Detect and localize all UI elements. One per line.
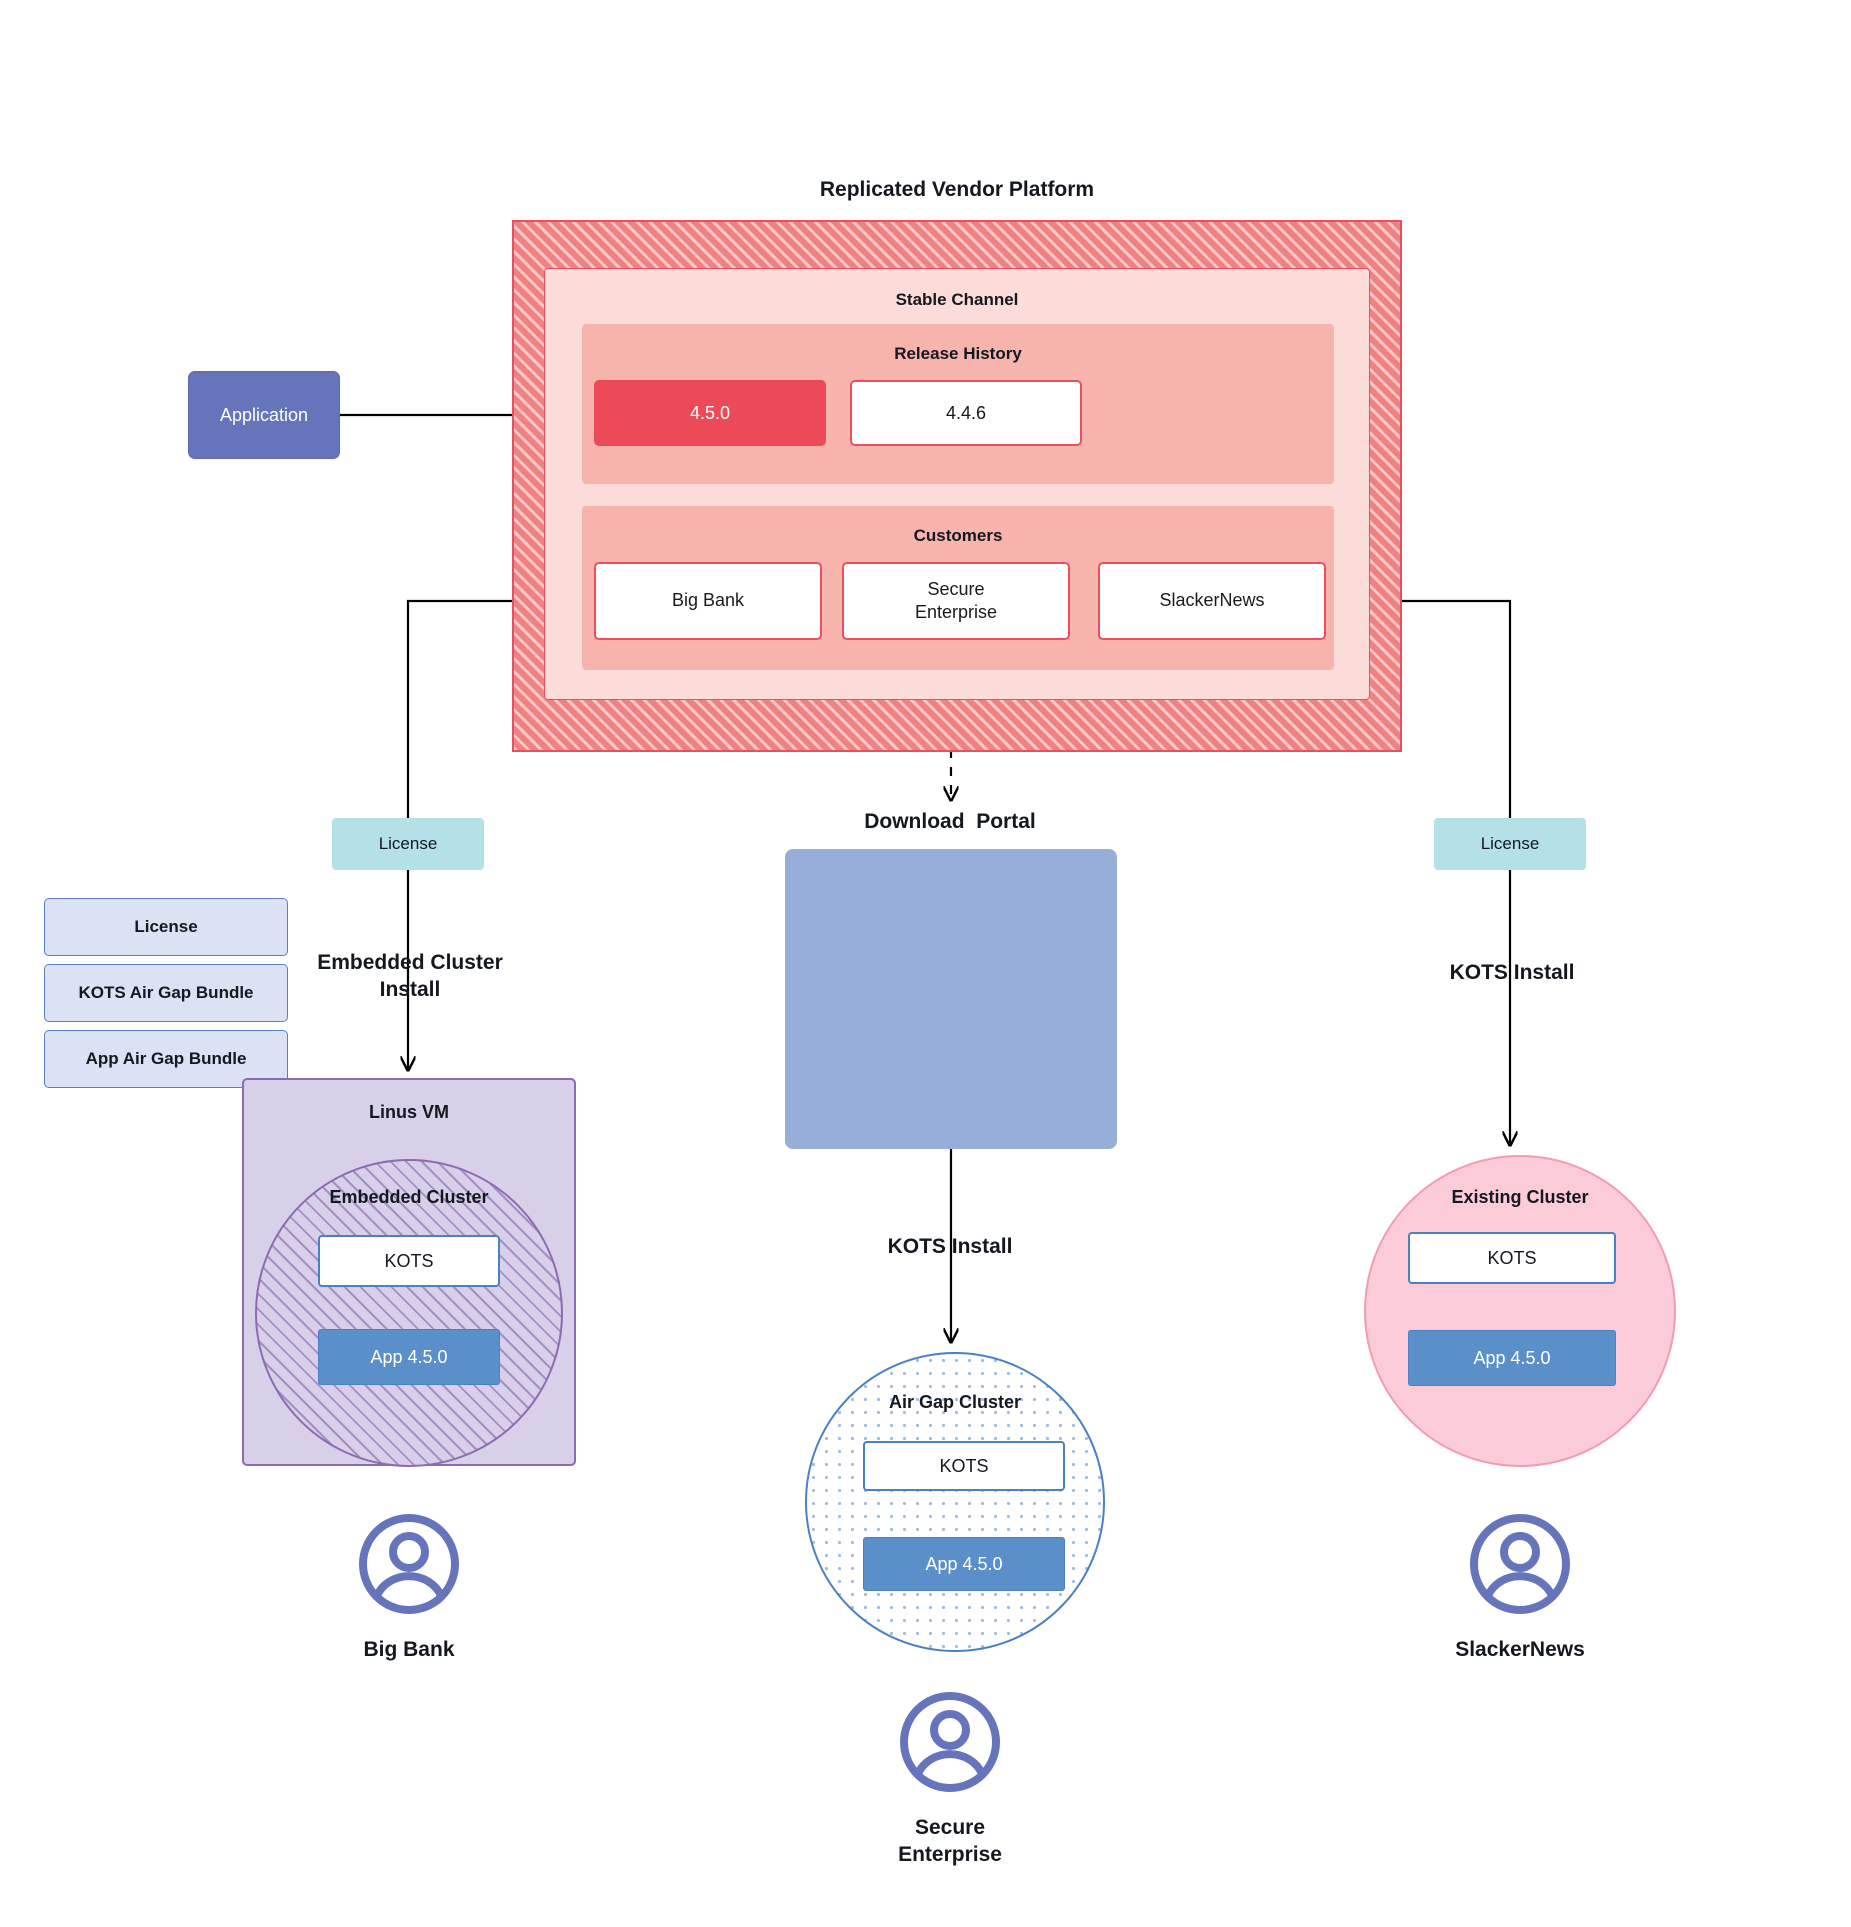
app-box-embedded[interactable]: App 4.5.0 (318, 1329, 500, 1385)
license-chip-left[interactable]: License (332, 818, 484, 870)
stable-channel-title: Stable Channel (895, 290, 1019, 309)
release-history-title: Release History (894, 344, 1022, 363)
kots-box-embedded[interactable]: KOTS (318, 1235, 500, 1287)
download-portal-title: Download Portal (864, 810, 1036, 833)
avatar-slackernews (1468, 1512, 1572, 1616)
application-node[interactable]: Application (188, 371, 340, 459)
customer-caption-secure-enterprise: Secure Enterprise (898, 1816, 1002, 1866)
customer-box-slackernews[interactable]: SlackerNews (1098, 562, 1326, 640)
page-title: Replicated Vendor Platform (819, 178, 1095, 201)
embedded-cluster-circle (255, 1159, 563, 1467)
kots-box-existing[interactable]: KOTS (1408, 1232, 1616, 1284)
app-box-existing[interactable]: App 4.5.0 (1408, 1330, 1616, 1386)
kots-box-airgap[interactable]: KOTS (863, 1441, 1065, 1491)
customers-group-title: Customers (913, 526, 1003, 545)
license-chip-right[interactable]: License (1434, 818, 1586, 870)
release-box-previous[interactable]: 4.4.6 (850, 380, 1082, 446)
customer-box-big-bank[interactable]: Big Bank (594, 562, 822, 640)
customer-caption-slackernews: SlackerNews (1455, 1638, 1585, 1661)
portal-item-license[interactable]: License (44, 898, 288, 956)
edge-label-embedded-cluster-install: Embedded Cluster Install (317, 951, 503, 1001)
customer-caption-big-bank: Big Bank (363, 1638, 455, 1661)
existing-cluster-circle (1364, 1155, 1676, 1467)
linux-vm-title: Linus VM (369, 1101, 449, 1122)
existing-cluster-title: Existing Cluster (1451, 1186, 1589, 1207)
avatar-big-bank (357, 1512, 461, 1616)
edge-label-kots-install-middle: KOTS Install (887, 1235, 1013, 1258)
app-box-airgap[interactable]: App 4.5.0 (863, 1537, 1065, 1591)
release-box-current[interactable]: 4.5.0 (594, 380, 826, 446)
user-avatar-icon (359, 1514, 459, 1614)
user-avatar-icon (900, 1692, 1000, 1792)
portal-item-kots-air-gap-bundle[interactable]: KOTS Air Gap Bundle (44, 964, 288, 1022)
customer-box-secure-enterprise[interactable]: Secure Enterprise (842, 562, 1070, 640)
user-avatar-icon (1470, 1514, 1570, 1614)
edge-label-kots-install-right: KOTS Install (1449, 961, 1575, 984)
air-gap-cluster-circle (805, 1352, 1105, 1652)
embedded-cluster-title: Embedded Cluster (329, 1186, 489, 1207)
download-portal-container (785, 849, 1117, 1149)
air-gap-cluster-title: Air Gap Cluster (888, 1391, 1022, 1412)
avatar-secure-enterprise (898, 1690, 1002, 1794)
